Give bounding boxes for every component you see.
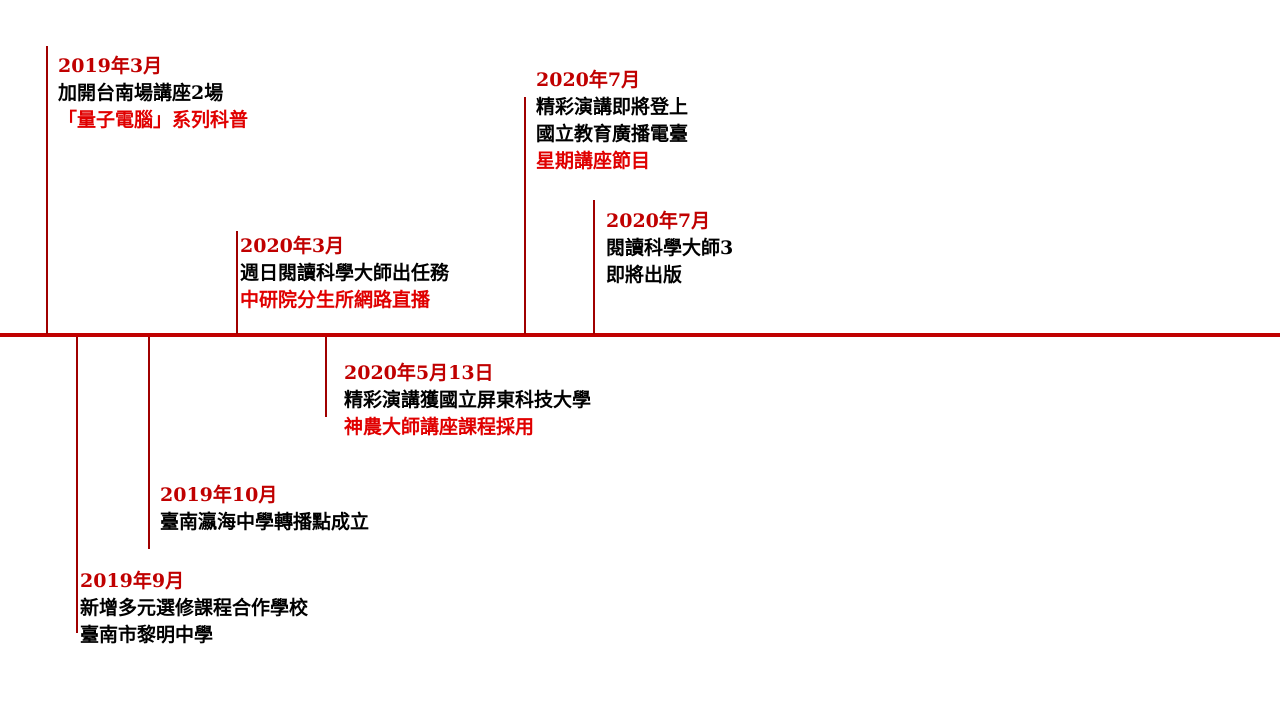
event-date: 2019年9月 xyxy=(80,570,185,592)
timeline-event: 2019年10月 臺南瀛海中學轉播點成立 xyxy=(160,482,369,536)
event-text: 國立教育廣播電臺 xyxy=(536,123,689,145)
event-text: 臺南市黎明中學 xyxy=(80,624,214,646)
timeline-tick xyxy=(46,46,48,334)
timeline-tick xyxy=(148,337,150,549)
timeline-event: 2019年9月 新增多元選修課程合作學校 臺南市黎明中學 xyxy=(80,568,308,649)
timeline-tick xyxy=(524,97,526,334)
event-date: 2020年7月 xyxy=(536,69,641,91)
event-date: 2019年10月 xyxy=(160,484,278,506)
event-text: 閱讀科學大師3 xyxy=(606,237,734,259)
timeline-tick xyxy=(236,231,238,334)
timeline-event: 2020年7月 閱讀科學大師3 即將出版 xyxy=(606,208,733,289)
timeline-tick xyxy=(325,337,327,417)
timeline-tick xyxy=(76,337,78,633)
event-date: 2020年7月 xyxy=(606,210,711,232)
event-date: 2020年5月13日 xyxy=(344,362,494,384)
event-highlight: 神農大師講座課程採用 xyxy=(344,416,535,438)
event-text: 精彩演講即將登上 xyxy=(536,96,689,118)
event-text: 臺南瀛海中學轉播點成立 xyxy=(160,511,370,533)
event-date: 2019年3月 xyxy=(58,55,163,77)
event-text: 新增多元選修課程合作學校 xyxy=(80,597,309,619)
timeline-axis xyxy=(0,333,1280,337)
event-text: 精彩演講獲國立屏東科技大學 xyxy=(344,389,592,411)
timeline-event: 2020年3月 週日閱讀科學大師出任務 中研院分生所網路直播 xyxy=(240,233,449,314)
timeline-event: 2020年5月13日 精彩演講獲國立屏東科技大學 神農大師講座課程採用 xyxy=(344,360,591,441)
event-text: 週日閱讀科學大師出任務 xyxy=(240,262,450,284)
event-highlight: 「量子電腦」系列科普 xyxy=(58,109,249,131)
event-highlight: 中研院分生所網路直播 xyxy=(240,289,431,311)
timeline-event: 2019年3月 加開台南場講座2場 「量子電腦」系列科普 xyxy=(58,53,248,134)
timeline-tick xyxy=(593,200,595,334)
timeline-event: 2020年7月 精彩演講即將登上 國立教育廣播電臺 星期講座節目 xyxy=(536,67,688,175)
event-text: 加開台南場講座2場 xyxy=(58,82,224,104)
event-highlight: 星期講座節目 xyxy=(536,150,651,172)
event-text: 即將出版 xyxy=(606,264,683,286)
event-date: 2020年3月 xyxy=(240,235,345,257)
